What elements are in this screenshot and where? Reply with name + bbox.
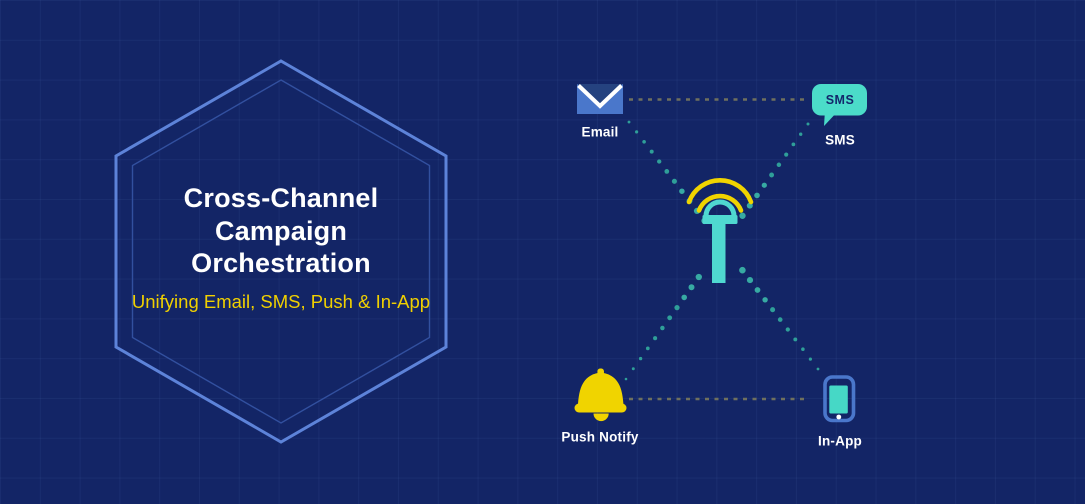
sms-bubble-text: SMS [826, 93, 855, 107]
push-bell-icon [574, 368, 627, 422]
hexagon-outer-border [114, 59, 448, 444]
signal-wave-inner [696, 193, 744, 213]
hexagon-inner-border [131, 79, 431, 424]
page-title-line-3: Orchestration [191, 247, 371, 278]
push-notify-label: Push Notify [561, 429, 639, 445]
page-subtitle: Unifying Email, SMS, Push & In-App [131, 290, 431, 312]
connector-sms-push [624, 122, 810, 381]
email-label: Email [581, 124, 619, 140]
sms-icon: SMS [812, 84, 867, 126]
inapp-phone-icon [823, 375, 856, 423]
signal-wave-outer [686, 178, 754, 205]
sms-label: SMS [825, 132, 855, 148]
hexagon-text-block: Cross-Channel Campaign Orchestration Uni… [111, 182, 451, 313]
hub-antenna-icon [686, 178, 754, 283]
hexagon-frame [114, 59, 448, 444]
page-title-line-2: Campaign [214, 215, 348, 246]
page-title-line-1: Cross-Channel [183, 182, 379, 213]
email-icon [577, 84, 623, 114]
inapp-label: In-App [818, 433, 862, 449]
